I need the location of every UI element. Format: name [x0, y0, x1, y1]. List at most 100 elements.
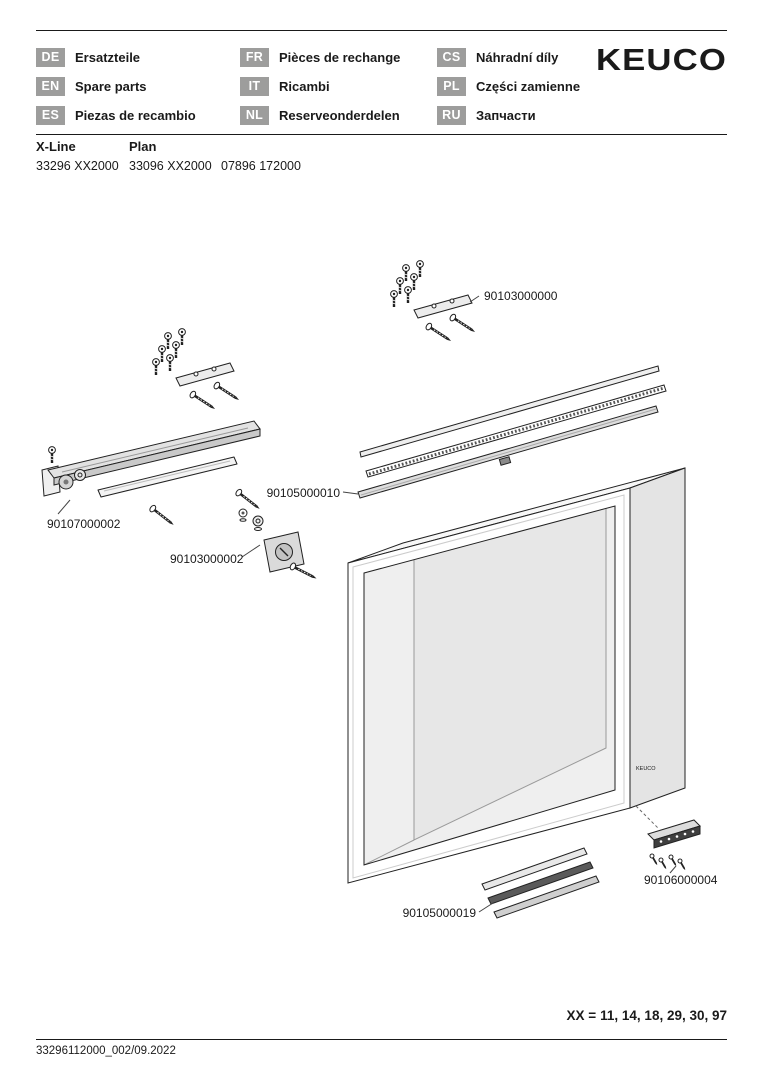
- screw: [157, 344, 167, 364]
- part-label-90103000002: 90103000002: [170, 544, 261, 566]
- part-lift-mechanism: [41, 420, 264, 530]
- screw: [657, 856, 669, 871]
- screw: [171, 340, 181, 360]
- article-number: 07896 172000: [221, 159, 301, 173]
- slide-rail-inner: [97, 456, 238, 498]
- series-name: Plan: [129, 139, 157, 154]
- language-entry-pl: PL Części zamienne: [437, 77, 601, 96]
- screw: [403, 285, 413, 305]
- bottom-seal-strip: [487, 861, 594, 905]
- adjuster-pin: [252, 515, 264, 527]
- language-entry-cs: CS Náhradní díly: [437, 48, 601, 67]
- language-entry-nl: NL Reserveonderdelen: [240, 106, 437, 125]
- language-label: Pièces de rechange: [279, 50, 401, 65]
- part-label-90105000019: 90105000019: [403, 902, 494, 920]
- screw: [163, 331, 173, 351]
- screw: [211, 379, 243, 405]
- part-label-90103000000: 90103000000: [469, 289, 558, 303]
- footer-divider: [36, 1039, 727, 1040]
- variant-values: 11, 14, 18, 29, 30, 97: [600, 1008, 727, 1023]
- language-code-badge: PL: [437, 77, 466, 96]
- language-entry-it: IT Ricambi: [240, 77, 437, 96]
- hinge-cam: [74, 469, 86, 481]
- screw: [676, 857, 688, 872]
- cover-profile: [359, 365, 660, 458]
- header-divider: [36, 134, 727, 135]
- screw: [177, 327, 187, 347]
- screw: [401, 263, 411, 283]
- part-mounting-set-top-left: [151, 327, 243, 414]
- cabinet-body: KEUCO: [347, 467, 686, 884]
- screw: [165, 353, 175, 373]
- article-number: 33296 XX2000: [36, 159, 119, 173]
- language-table: DE Ersatzteile FR Pièces de rechange CS …: [36, 48, 601, 125]
- language-code-badge: ES: [36, 106, 65, 125]
- part-led-profile-set: [357, 365, 667, 499]
- screw: [187, 388, 219, 414]
- language-entry-de: DE Ersatzteile: [36, 48, 240, 67]
- bracket-hole: [193, 371, 199, 377]
- language-code-badge: RU: [437, 106, 466, 125]
- language-code-badge: DE: [36, 48, 65, 67]
- language-entry-ru: RU Запчасти: [437, 106, 601, 125]
- part-mounting-plate: [238, 508, 320, 583]
- language-code-badge: NL: [240, 106, 269, 125]
- language-entry-es: ES Piezas de recambio: [36, 106, 240, 125]
- part-led-terminal: [647, 819, 701, 872]
- part-mounting-set-top-right: [389, 259, 479, 346]
- language-code-badge: IT: [240, 77, 269, 96]
- language-entry-fr: FR Pièces de rechange: [240, 48, 437, 67]
- screw: [287, 560, 320, 583]
- screw: [667, 853, 679, 868]
- cabinet-front-frame: [347, 487, 631, 884]
- part-bottom-profile-set: [481, 847, 600, 919]
- language-entry-en: EN Spare parts: [36, 77, 240, 96]
- mounting-bracket: [413, 294, 473, 319]
- variant-prefix: XX =: [566, 1008, 597, 1023]
- bracket-hole: [431, 303, 437, 309]
- bottom-profile: [493, 875, 600, 919]
- variant-codes-line: XX =11, 14, 18, 29, 30, 97: [566, 1008, 727, 1023]
- screw: [233, 487, 264, 514]
- article-number: 33096 XX2000: [129, 159, 212, 173]
- frame-inner-line: [352, 494, 625, 879]
- part-number: 90106000004: [644, 873, 718, 887]
- language-label: Ersatzteile: [75, 50, 141, 65]
- bottom-profile: [481, 847, 588, 891]
- part-number: 90103000002: [170, 552, 244, 566]
- slide-rail-front: [53, 428, 261, 486]
- screw: [447, 311, 479, 337]
- part-label-90107000002: 90107000002: [47, 499, 121, 531]
- part-number: 90107000002: [47, 517, 121, 531]
- cabinet-side-face: [629, 467, 686, 809]
- language-label: Reserveonderdelen: [279, 108, 400, 123]
- led-connector: [498, 456, 512, 466]
- language-label: Piezas de recambio: [75, 108, 196, 123]
- language-label: Запчасти: [476, 108, 536, 123]
- bracket-hole: [211, 366, 217, 372]
- language-code-badge: EN: [36, 77, 65, 96]
- screw: [423, 320, 455, 346]
- top-divider: [36, 30, 727, 31]
- screw: [648, 852, 660, 867]
- part-number: 90103000000: [484, 289, 558, 303]
- language-label: Náhradní díly: [476, 50, 559, 65]
- language-code-badge: CS: [437, 48, 466, 67]
- screw: [415, 259, 425, 279]
- mounting-bracket: [175, 362, 235, 387]
- language-label: Ricambi: [279, 79, 330, 94]
- screw: [389, 289, 399, 309]
- screw: [47, 445, 57, 465]
- part-number: 90105000010: [267, 486, 341, 500]
- document-code: 33296112000_002/09.2022: [36, 1045, 176, 1057]
- product-info: X-Line Plan 33296 XX2000 33096 XX2000 07…: [36, 139, 436, 181]
- screw: [395, 276, 405, 296]
- language-label: Spare parts: [75, 79, 147, 94]
- screw: [147, 503, 178, 530]
- language-code-badge: FR: [240, 48, 269, 67]
- bracket-hole: [449, 298, 455, 304]
- part-number: 90105000019: [403, 906, 477, 920]
- series-name: X-Line: [36, 139, 76, 154]
